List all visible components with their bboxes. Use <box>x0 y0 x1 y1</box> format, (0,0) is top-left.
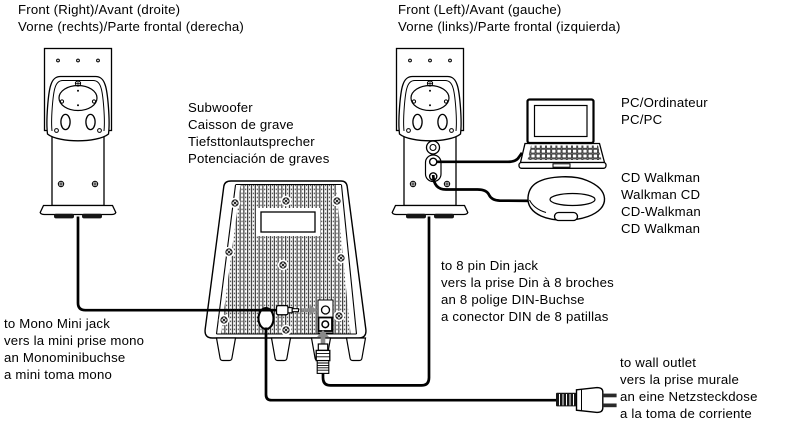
label-pc: PC/Ordinateur PC/PC <box>621 95 708 127</box>
label-front-left-speaker: Front (Left)/Avant (gauche) Vorne (links… <box>398 2 621 34</box>
label-wall-outlet: to wall outlet vers la prise murale an e… <box>620 355 758 421</box>
connect-arrow-up-icon <box>316 330 330 344</box>
front-right-speaker-illustration <box>39 47 117 220</box>
pc-input-jack <box>428 157 438 167</box>
cable-speaker-to-pc <box>436 152 524 164</box>
front-left-speaker-illustration <box>391 47 469 220</box>
connect-arrow-right-icon <box>301 304 317 316</box>
subwoofer-illustration <box>204 180 367 362</box>
label-mono-mini-jack: to Mono Mini jack vers la mini prise mon… <box>4 316 145 382</box>
cable-front-left-to-subwoofer-din <box>321 216 431 387</box>
subwoofer-foot <box>215 337 237 362</box>
power-cord <box>264 327 557 402</box>
volume-knob <box>425 140 441 155</box>
subwoofer-foot <box>270 337 292 362</box>
cd-walkman-illustration <box>527 176 606 222</box>
plug-prong <box>602 403 617 408</box>
subwoofer-foot <box>345 337 367 362</box>
label-cd-walkman: CD Walkman Walkman CD CD-Walkman CD Walk… <box>621 170 701 236</box>
cable-front-right-to-subwoofer <box>76 216 277 312</box>
cable-speaker-to-cd-walkman <box>431 174 534 203</box>
subwoofer-label-plate <box>260 211 316 233</box>
label-subwoofer: Subwoofer Caisson de grave Tiefsttonlaut… <box>188 100 330 166</box>
plug-prong <box>602 393 617 398</box>
power-plug-illustration <box>556 386 617 414</box>
mini-plug-icon <box>275 304 300 316</box>
label-front-right-speaker: Front (Right)/Avant (droite) Vorne (rech… <box>18 2 245 34</box>
din-plug-icon <box>315 343 331 374</box>
mono-mini-jack <box>320 305 331 315</box>
label-din-jack: to 8 pin Din jack vers la prise Din à 8 … <box>441 258 614 324</box>
laptop-illustration <box>518 98 607 169</box>
